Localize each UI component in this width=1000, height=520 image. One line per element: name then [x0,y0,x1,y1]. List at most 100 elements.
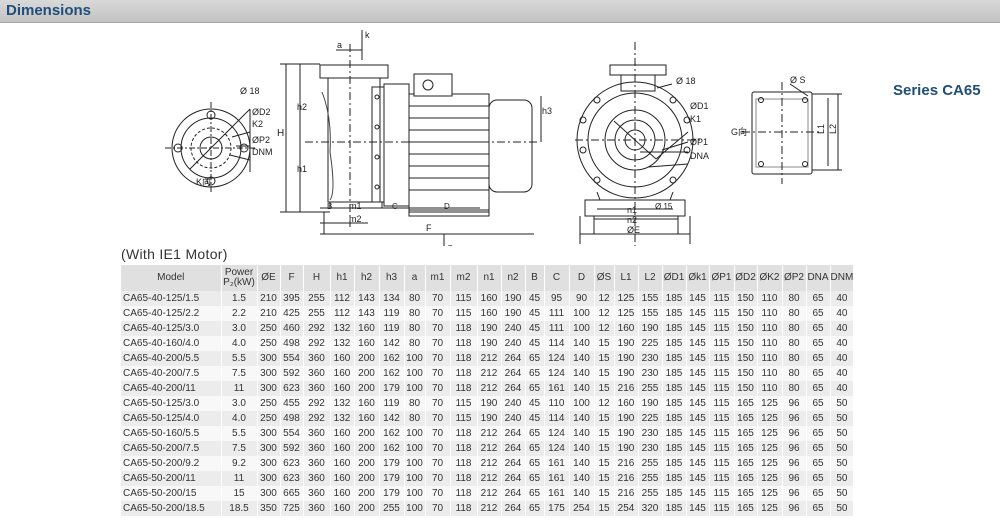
value-cell: 216 [614,456,639,471]
value-cell: 162 [379,366,405,381]
value-cell: 292 [303,336,331,351]
column-header: n1 [477,265,502,291]
value-cell: 5.5 [221,426,258,441]
value-cell: 155 [638,291,663,306]
value-cell: 230 [638,426,663,441]
value-cell: 300 [257,426,281,441]
value-cell: 115 [709,411,735,426]
value-cell: 96 [782,396,807,411]
value-cell: 264 [501,471,526,486]
label-g: G [447,244,453,246]
value-cell: 70 [425,501,451,516]
value-cell: 190 [614,426,639,441]
model-cell: CA65-40-125/1.5 [121,291,222,306]
value-cell: 70 [425,336,451,351]
value-cell: 160 [330,486,355,501]
label-n1: n1 [627,205,637,215]
value-cell: 65 [806,441,831,456]
column-header: ØK2 [757,265,783,291]
value-cell: 145 [686,426,710,441]
value-cell: 150 [734,351,758,366]
value-cell: 50 [830,471,855,486]
value-cell: 65 [806,486,831,501]
label-b: B [327,202,332,211]
value-cell: 119 [379,321,405,336]
value-cell: 300 [257,381,281,396]
value-cell: 190 [501,306,526,321]
value-cell: 125 [757,471,783,486]
value-cell: 96 [782,486,807,501]
value-cell: 115 [709,306,735,321]
value-cell: 185 [662,456,687,471]
value-cell: 115 [709,441,735,456]
value-cell: 7.5 [221,366,258,381]
value-cell: 132 [330,321,355,336]
model-cell: CA65-50-200/9.2 [121,456,222,471]
value-cell: 185 [662,306,687,321]
value-cell: 125 [757,441,783,456]
value-cell: 65 [806,321,831,336]
value-cell: 70 [425,486,451,501]
label-h2: h2 [297,102,307,112]
value-cell: 4.0 [221,336,258,351]
value-cell: 115 [709,381,735,396]
value-cell: 592 [280,366,304,381]
value-cell: 140 [569,381,595,396]
column-header: h1 [330,265,355,291]
column-header: ØP2 [782,265,807,291]
value-cell: 96 [782,471,807,486]
value-cell: 125 [757,396,783,411]
value-cell: 132 [330,396,355,411]
value-cell: 145 [686,486,710,501]
value-cell: 115 [709,396,735,411]
value-cell: 143 [354,291,380,306]
value-cell: 3.0 [221,396,258,411]
column-header: B [525,265,545,291]
value-cell: 554 [280,426,304,441]
value-cell: 112 [330,291,355,306]
value-cell: 300 [257,456,281,471]
value-cell: 143 [354,306,380,321]
value-cell: 70 [425,441,451,456]
value-cell: 100 [404,456,426,471]
value-cell: 9.2 [221,456,258,471]
value-cell: 165 [734,456,758,471]
column-header: C [544,265,570,291]
value-cell: 134 [379,291,405,306]
series-title: Series CA65 [893,82,981,99]
column-header: ØP1 [709,265,735,291]
value-cell: 185 [662,321,687,336]
value-cell: 725 [280,501,304,516]
value-cell: 360 [303,441,331,456]
value-cell: 255 [638,486,663,501]
value-cell: 264 [501,441,526,456]
value-cell: 96 [782,501,807,516]
value-cell: 70 [425,411,451,426]
value-cell: 115 [709,486,735,501]
value-cell: 80 [782,321,807,336]
label-l1: L1 [816,124,826,134]
value-cell: 110 [757,321,783,336]
value-cell: 200 [354,366,380,381]
column-header: DNM [830,265,855,291]
label-d: D [444,202,450,211]
value-cell: 118 [450,336,478,351]
value-cell: 623 [280,456,304,471]
value-cell: 145 [686,456,710,471]
value-cell: 165 [734,426,758,441]
value-cell: 216 [614,471,639,486]
column-header: DNA [806,265,831,291]
value-cell: 70 [425,321,451,336]
label-k2: K2 [252,119,263,129]
value-cell: 65 [806,396,831,411]
value-cell: 115 [709,471,735,486]
value-cell: 65 [525,486,545,501]
column-header: m2 [450,265,478,291]
value-cell: 190 [477,321,502,336]
column-header: m1 [425,265,451,291]
value-cell: 65 [806,381,831,396]
value-cell: 80 [404,411,426,426]
model-cell: CA65-50-160/5.5 [121,426,222,441]
